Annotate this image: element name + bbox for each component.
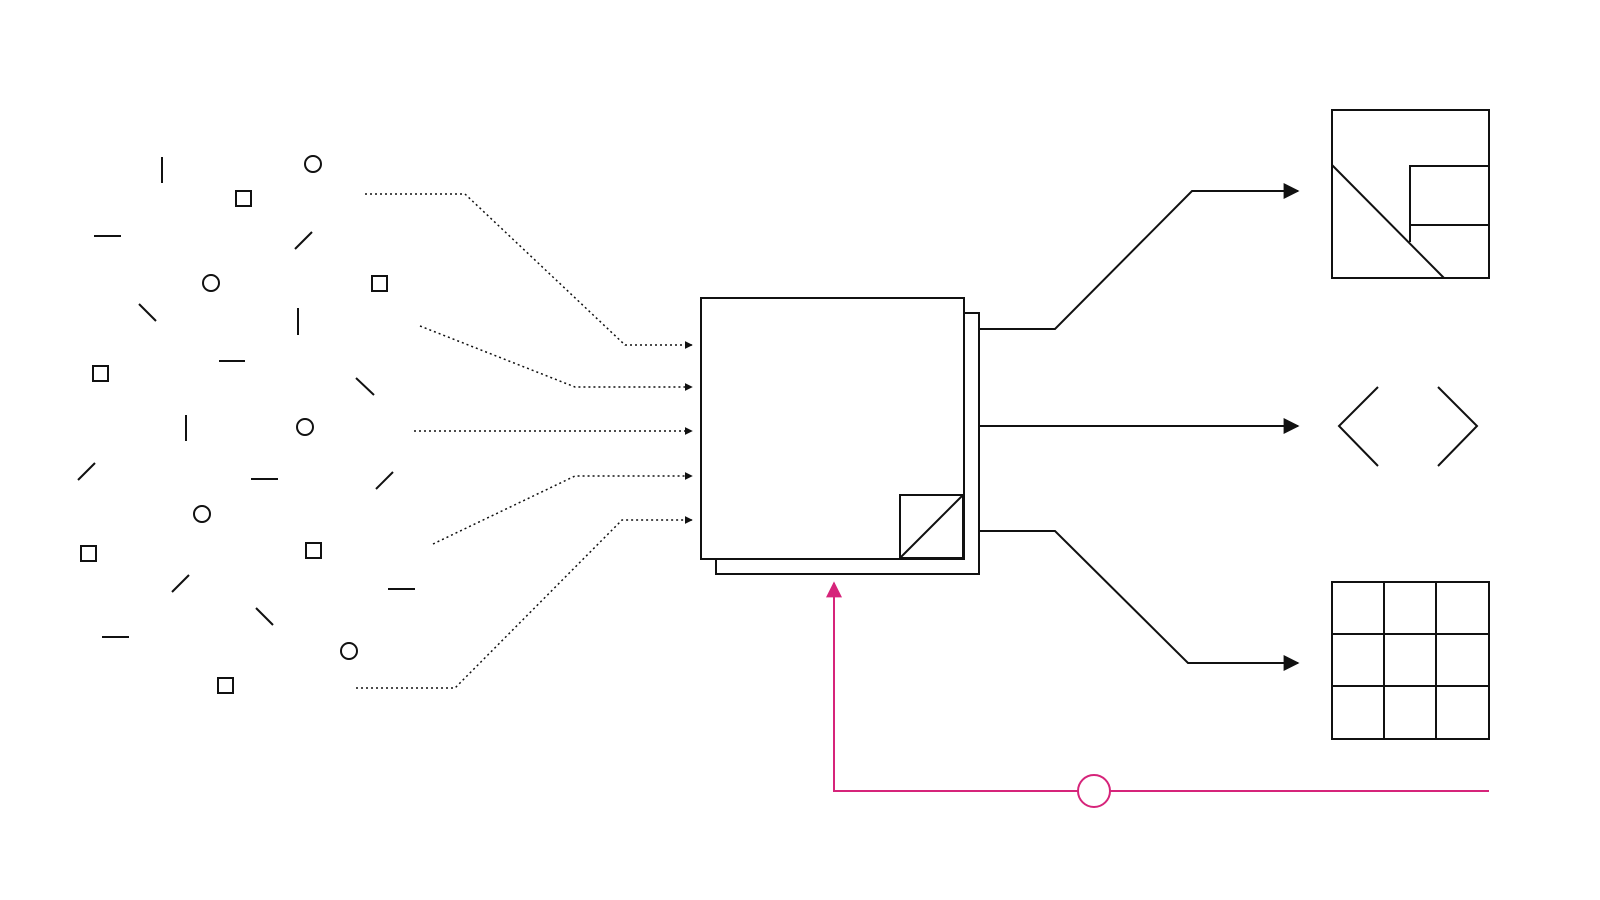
input-mark-diagonal-line [294,231,313,250]
feedback-loop [826,581,1489,808]
page-fold-icon [899,494,964,559]
input-connector-5 [356,516,693,689]
input-mark-diagonal-line [375,471,394,490]
output-connectors [979,183,1300,671]
input-mark-square [235,190,252,207]
input-connectors [356,193,693,689]
input-connector-4 [432,472,693,545]
input-mark-square [80,545,97,562]
output-connector-3 [979,530,1300,671]
input-mark-circle [296,418,314,436]
layout-grid-diagonal-icon [1331,109,1490,279]
input-mark-diagonal-line [171,574,190,593]
input-mark-diagonal-line [77,462,96,481]
scattered-inputs [77,155,415,694]
code-brackets-icon [1337,386,1479,467]
input-mark-circle [202,274,220,292]
three-by-three-grid-icon [1331,581,1490,740]
output-connector-1 [979,183,1300,330]
input-mark-square [217,677,234,694]
input-mark-diagonal-line [138,303,157,322]
input-mark-circle [304,155,322,173]
feedback-line [826,581,1489,792]
input-connector-2 [419,325,693,391]
input-mark-circle [340,642,358,660]
circle-node-icon [1077,774,1111,808]
input-mark-square [305,542,322,559]
central-processor-document [700,297,980,575]
input-connector-1 [365,193,693,349]
input-mark-diagonal-line [355,377,375,396]
input-mark-square [371,275,388,292]
input-mark-square [92,365,109,382]
input-mark-diagonal-line [255,607,274,626]
input-mark-circle [193,505,211,523]
